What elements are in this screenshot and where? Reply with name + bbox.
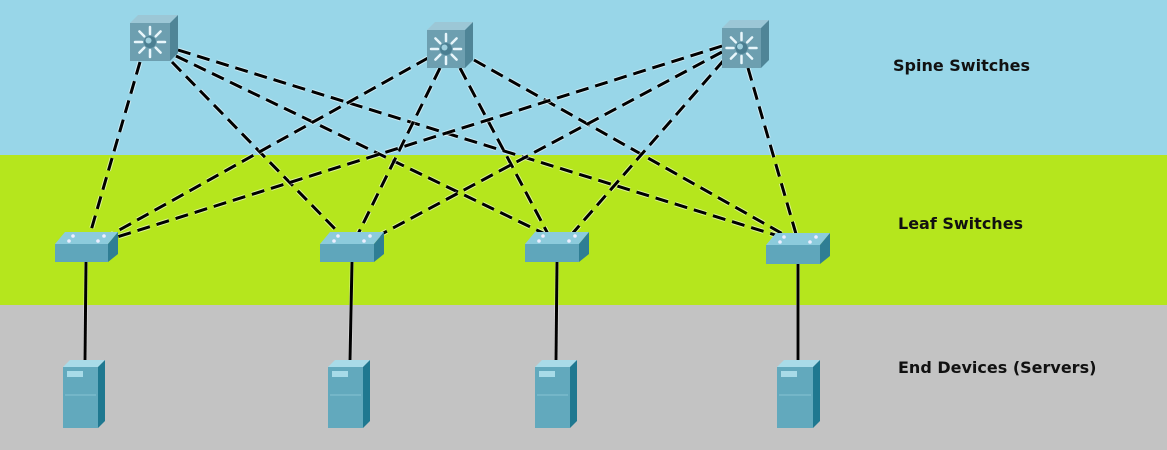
spine-switch-icon[interactable] <box>722 20 769 68</box>
link-spine-2-leaf-1 <box>103 55 430 241</box>
server-icon[interactable] <box>328 360 370 428</box>
link-spine-3-leaf-4 <box>745 67 799 235</box>
link-spine-1-leaf-4 <box>177 47 786 241</box>
link-spine-2-leaf-2 <box>355 66 443 236</box>
spine-switch-icon[interactable] <box>130 15 178 61</box>
link-leaf-2-server-2 <box>348 261 354 361</box>
link-spine-1-leaf-1 <box>87 61 143 235</box>
link-spine-1-leaf-2 <box>170 60 342 236</box>
link-spine-3-leaf-2 <box>376 49 724 239</box>
server-icon[interactable] <box>63 360 105 428</box>
spine-layer-band <box>0 0 1167 155</box>
server-icon[interactable] <box>535 360 577 428</box>
spine-layer-label: Spine Switches <box>893 56 1030 75</box>
end-layer-label: End Devices (Servers) <box>898 358 1097 377</box>
link-spine-2-leaf-3 <box>457 66 551 236</box>
leaf-switch-icon[interactable] <box>55 232 118 262</box>
end-device-layer-band <box>0 305 1167 450</box>
link-spine-3-leaf-3 <box>570 58 726 236</box>
link-leaf-3-server-3 <box>554 261 559 361</box>
leaf-layer-label: Leaf Switches <box>898 214 1024 233</box>
spine-switch-icon[interactable] <box>427 22 473 68</box>
link-spine-2-leaf-4 <box>472 57 792 241</box>
leaf-switch-icon[interactable] <box>766 233 830 264</box>
link-leaf-1-server-1 <box>83 261 88 361</box>
leaf-layer-band <box>0 155 1167 305</box>
link-spine-3-leaf-1 <box>113 43 723 241</box>
link-spine-1-leaf-3 <box>174 53 547 237</box>
server-icon[interactable] <box>777 360 820 428</box>
leaf-switch-icon[interactable] <box>320 232 384 262</box>
leaf-switch-icon[interactable] <box>525 232 589 262</box>
